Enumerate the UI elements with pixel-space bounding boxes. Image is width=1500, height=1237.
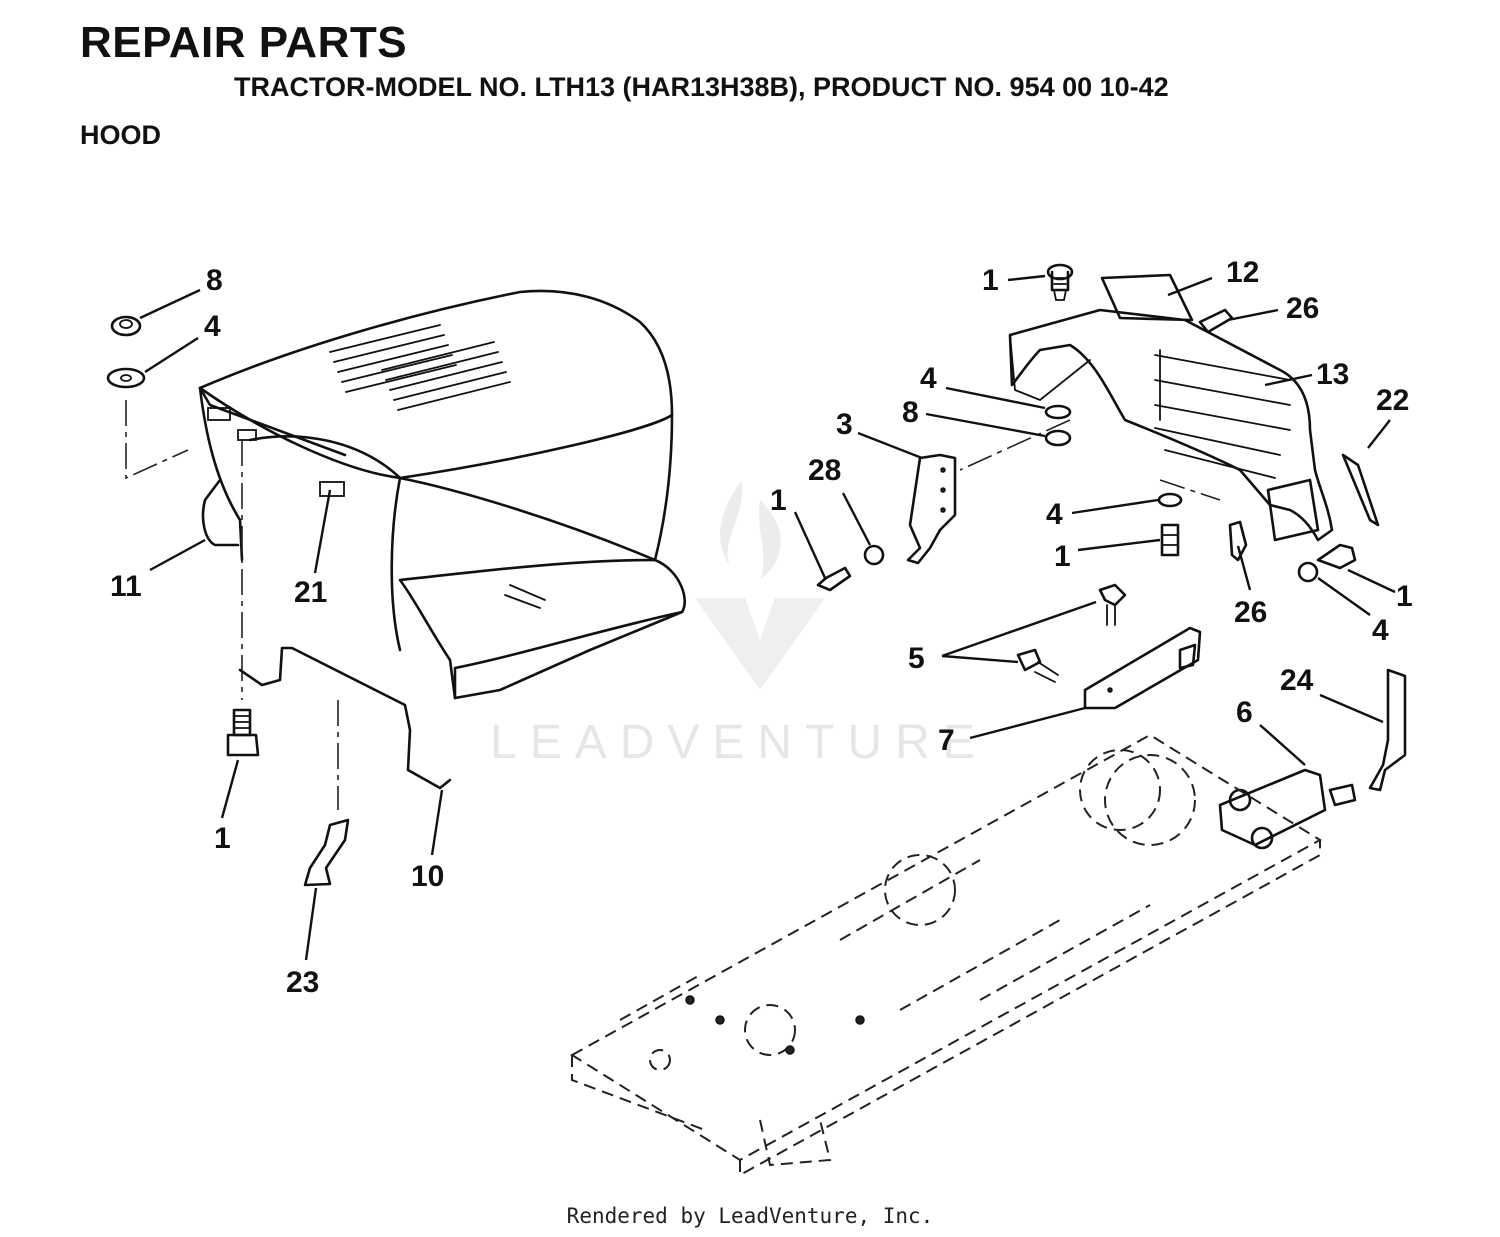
callout-label: 4 — [1372, 614, 1389, 647]
callout-label: 26 — [1234, 596, 1267, 629]
model-subtitle: TRACTOR-MODEL NO. LTH13 (HAR13H38B), PRO… — [234, 72, 1169, 102]
watermark-text: LEADVENTURE — [490, 716, 988, 769]
callout-label: 24 — [1280, 664, 1314, 697]
callout-label: 10 — [411, 860, 444, 893]
callout-leaders — [139, 274, 1396, 961]
frame-outline — [570, 733, 1322, 1177]
callout-label: 7 — [938, 724, 955, 757]
callout-label: 4 — [204, 310, 221, 343]
footer-credit: Rendered by LeadVenture, Inc. — [566, 1204, 934, 1228]
callout-label: 28 — [808, 454, 841, 487]
callout-label: 5 — [908, 642, 925, 675]
hood-assembly — [198, 289, 686, 700]
bracket-6 — [1218, 668, 1407, 850]
callout-label: 12 — [1226, 256, 1259, 289]
callout-label: 6 — [1236, 696, 1253, 729]
left-hardware — [106, 315, 452, 887]
callout-label: 1 — [982, 264, 999, 297]
bracket-7 — [1016, 583, 1202, 710]
callout-label: 1 — [1054, 540, 1071, 573]
callout-label: 22 — [1376, 384, 1409, 417]
callout-label: 1 — [1396, 580, 1413, 613]
callout-label: 3 — [836, 408, 853, 441]
callout-label: 1 — [770, 484, 787, 517]
callout-label: 23 — [286, 966, 319, 999]
page-title: REPAIR PARTS — [80, 18, 408, 67]
callout-label: 11 — [110, 570, 142, 603]
callout-labels: 8 4 11 21 1 10 23 1 12 26 13 22 4 8 3 28… — [110, 256, 1413, 999]
bracket-3 — [816, 453, 957, 592]
callout-label: 26 — [1286, 292, 1319, 325]
callout-label: 1 — [214, 822, 231, 855]
callout-label: 4 — [1046, 498, 1063, 531]
callout-label: 13 — [1316, 358, 1349, 391]
section-label: HOOD — [80, 120, 161, 150]
callout-label: 21 — [294, 576, 327, 609]
callout-label: 8 — [206, 264, 223, 297]
callout-label: 8 — [902, 396, 919, 429]
grille-assembly — [959, 263, 1380, 583]
callout-label: 4 — [920, 362, 937, 395]
